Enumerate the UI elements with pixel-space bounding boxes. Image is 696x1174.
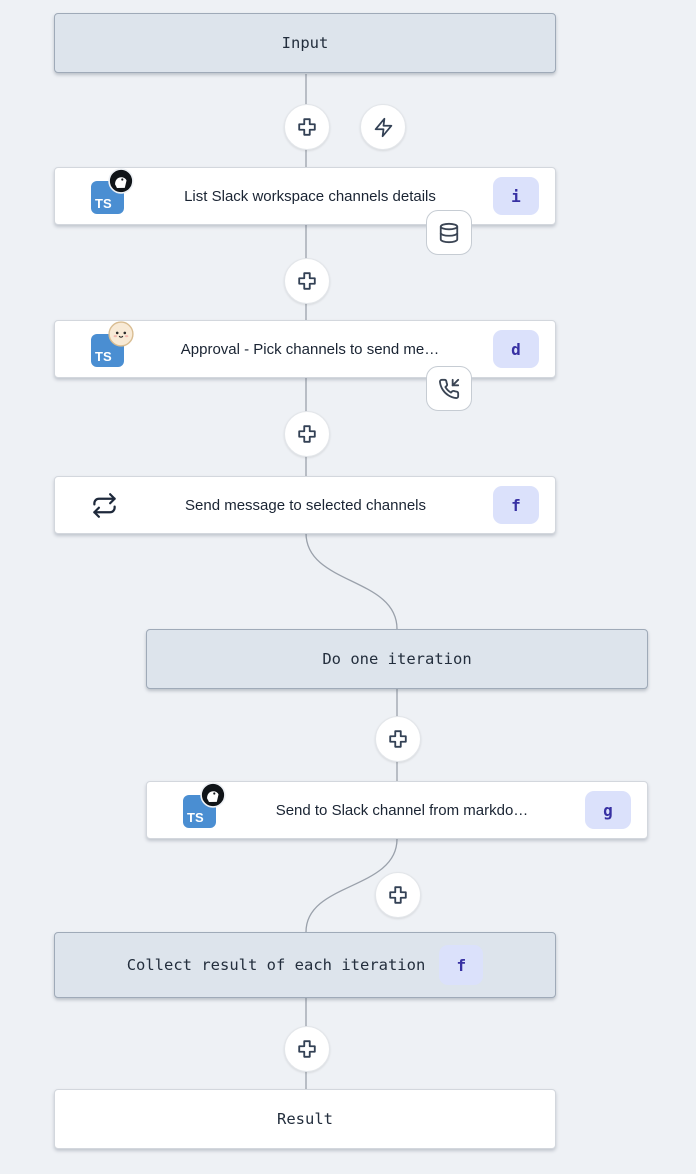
- step-id-badge: g: [585, 791, 631, 829]
- step-title: Send to Slack channel from markdo…: [275, 801, 529, 819]
- add-step-button-4[interactable]: [375, 716, 421, 762]
- deno-icon: [200, 782, 226, 808]
- typescript-icon: TS: [183, 795, 216, 828]
- plus-icon: [298, 272, 316, 290]
- edge-send-to-collect: [305, 838, 398, 933]
- step-id-badge: f: [493, 486, 539, 524]
- plus-icon: [389, 730, 407, 748]
- phone-incoming-icon: [439, 378, 460, 399]
- add-step-button-6[interactable]: [284, 1026, 330, 1072]
- step-node-list-channels[interactable]: TS List Slack workspace channels details…: [54, 167, 556, 225]
- input-node-label: Input: [281, 34, 329, 52]
- result-node[interactable]: Result: [54, 1089, 556, 1149]
- loop-icon-wrap: [91, 492, 118, 519]
- iteration-header-node[interactable]: Do one iteration: [146, 629, 648, 689]
- step-node-send-markdown[interactable]: TS Send to Slack channel from markdo… g: [146, 781, 648, 839]
- collect-result-label: Collect result of each iteration: [126, 956, 426, 974]
- collect-result-node[interactable]: Collect result of each iteration f: [54, 932, 556, 998]
- zap-icon: [374, 117, 392, 137]
- database-icon: [439, 222, 459, 243]
- add-step-button-1[interactable]: [284, 104, 330, 150]
- cache-badge: [426, 210, 472, 255]
- plus-icon: [298, 118, 316, 136]
- step-title: Approval - Pick channels to send me…: [180, 340, 440, 358]
- input-node[interactable]: Input: [54, 13, 556, 73]
- plus-icon: [389, 886, 407, 904]
- step-node-approval[interactable]: TS Approval - Pick channels to send me… …: [54, 320, 556, 378]
- iteration-header-label: Do one iteration: [322, 650, 472, 668]
- step-id-badge: f: [439, 945, 484, 985]
- bun-icon: [108, 321, 134, 347]
- add-step-button-2[interactable]: [284, 258, 330, 304]
- step-title: Send message to selected channels: [185, 496, 426, 514]
- repeat-icon: [93, 492, 116, 518]
- deno-icon: [108, 168, 134, 194]
- add-step-button-3[interactable]: [284, 411, 330, 457]
- language-icon-cluster: TS: [91, 168, 134, 214]
- step-node-forloop[interactable]: Send message to selected channels f: [54, 476, 556, 534]
- add-trigger-button[interactable]: [360, 104, 406, 150]
- suspend-badge: [426, 366, 472, 411]
- add-step-button-5[interactable]: [375, 872, 421, 918]
- language-icon-cluster: TS: [183, 782, 226, 828]
- plus-icon: [298, 425, 316, 443]
- step-id-badge: i: [493, 177, 539, 215]
- edge-forloop-to-iteration: [305, 532, 398, 630]
- step-id-badge: d: [493, 330, 539, 368]
- language-icon-cluster: TS: [91, 321, 134, 367]
- plus-icon: [298, 1040, 316, 1058]
- result-node-label: Result: [277, 1110, 333, 1128]
- step-title: List Slack workspace channels details: [184, 187, 436, 205]
